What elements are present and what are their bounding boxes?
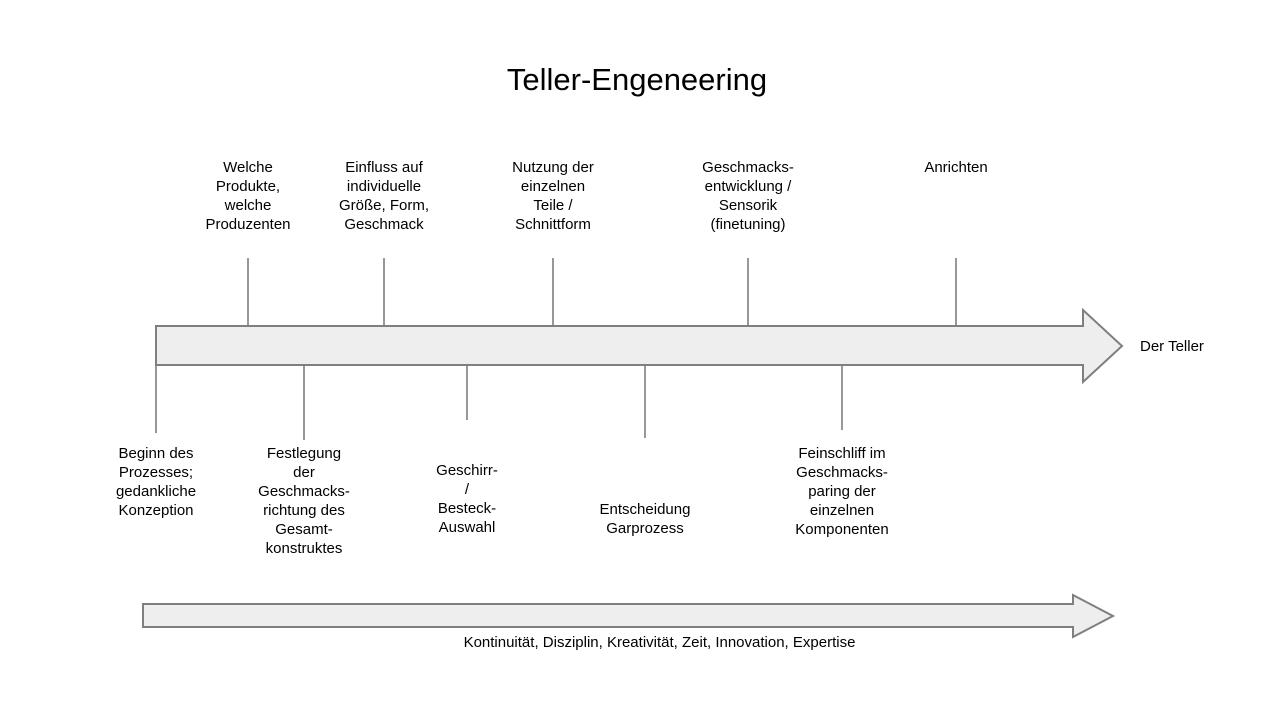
main-process-arrow — [155, 307, 1124, 385]
foundation-arrow — [142, 593, 1116, 639]
page-title: Teller-Engeneering — [506, 62, 768, 97]
top-milestone-label: Nutzung der einzelnen Teile / Schnittfor… — [512, 159, 594, 233]
top-milestone-label: Welche Produkte, welche Produzenten — [205, 159, 291, 233]
bottom-milestone-label: Entscheidung Garprozess — [599, 501, 691, 537]
top-milestone-label: Einfluss auf individuelle Größe, Form, G… — [338, 159, 429, 233]
bottom-milestone-label: Festlegung der Geschmacks- richtung des … — [258, 445, 350, 557]
bottom-milestone-label: Feinschliff im Geschmacks- paring der ei… — [795, 445, 889, 538]
top-milestone-label: Anrichten — [924, 159, 988, 176]
bottom-milestone-label: Geschirr- / Besteck- Auswahl — [436, 462, 498, 536]
bottom-milestone-label: Beginn des Prozesses; gedankliche Konzep… — [115, 445, 197, 519]
main-arrow-end-label: Der Teller — [1140, 338, 1204, 355]
top-milestone-label: Geschmacks- entwicklung / Sensorik (fine… — [702, 159, 794, 233]
bottom-arrow-caption: Kontinuität, Disziplin, Kreativität, Zei… — [463, 634, 856, 651]
